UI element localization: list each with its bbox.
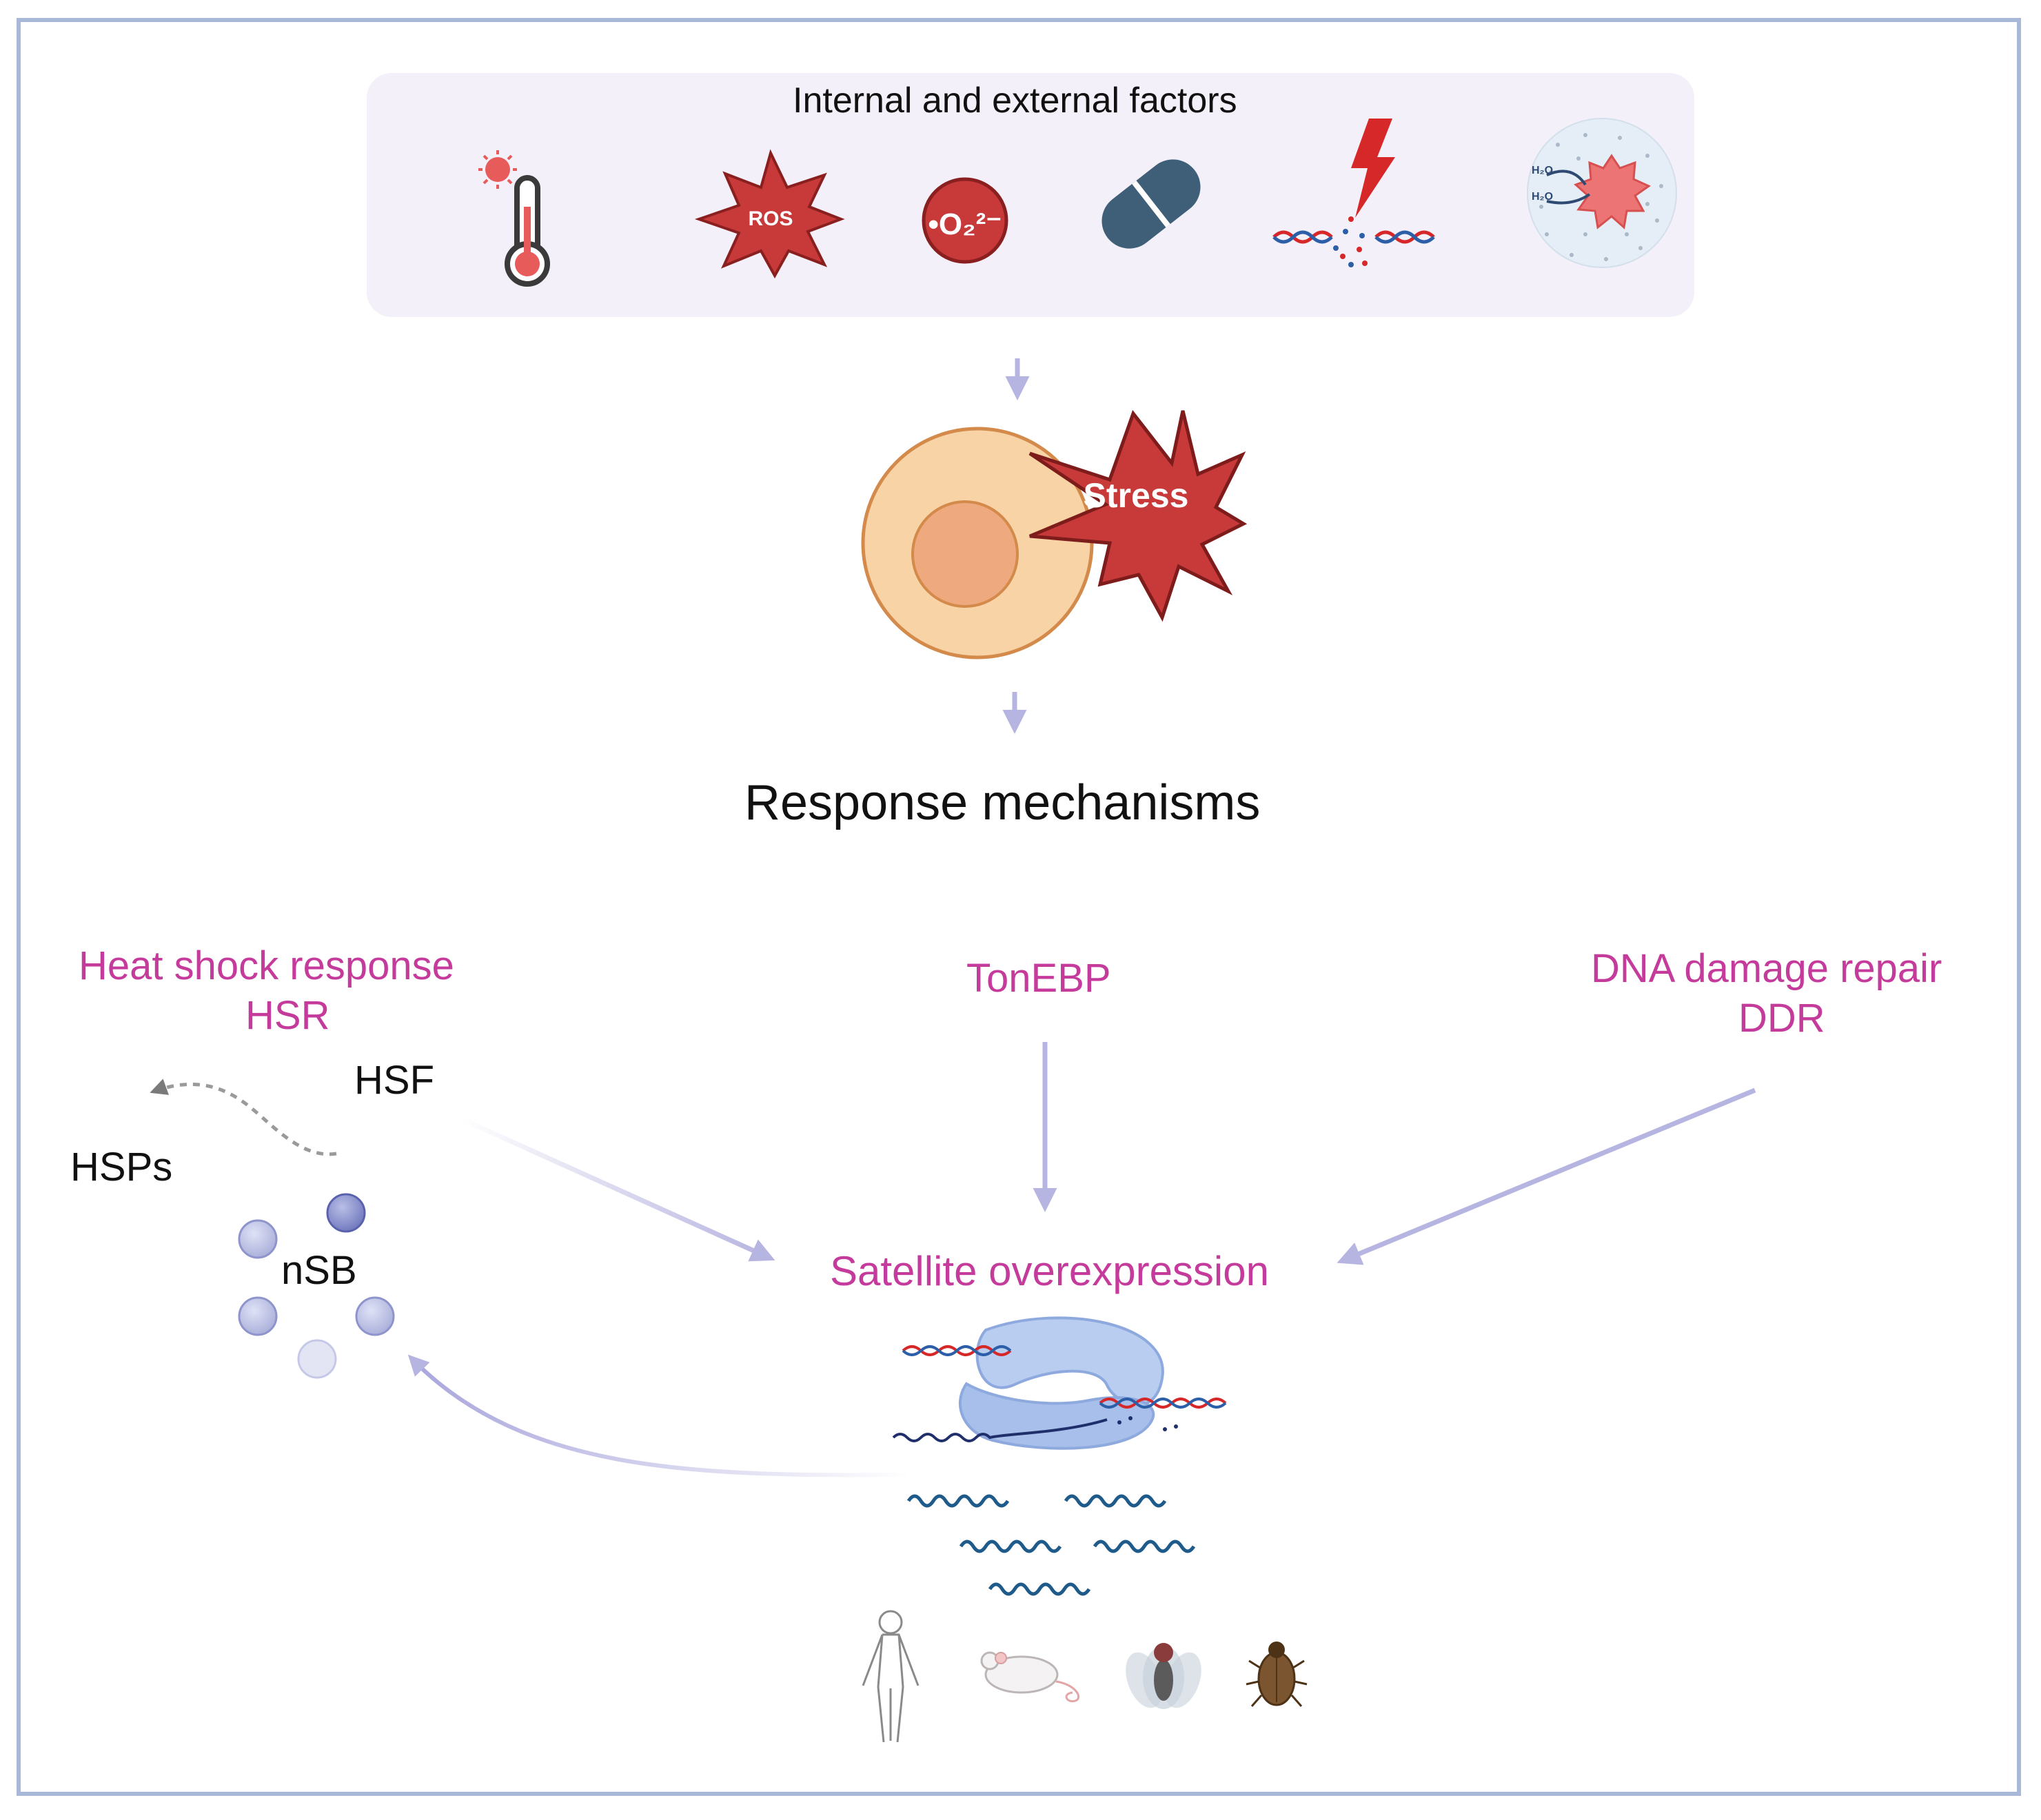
hsr-title: Heat shock response [79,943,454,988]
arrow-ddr-to-satellite [1337,1087,1756,1265]
factors-title: Internal and external factors [793,81,1237,121]
fly-icon [1126,1643,1201,1709]
hsps-label: HSPs [70,1145,173,1189]
hsr-abbrev: HSR [245,993,330,1038]
hsf-to-hsps-arrow [150,1078,337,1156]
stressed-cell-icon [861,427,1094,660]
nsb-sphere [238,1296,278,1336]
beetle-icon [1246,1642,1308,1707]
stress-burst: Stress [1028,409,1248,622]
water-label-2: H₂O [1532,191,1553,203]
arrow-hsf-to-satellite [460,1116,775,1262]
nsb-label: nSB [281,1248,357,1293]
response-title: Response mechanisms [744,775,1261,830]
mouse-icon [980,1651,1080,1703]
human-icon [862,1610,920,1743]
hsf-label: HSF [354,1058,434,1103]
dna-damage-lightning-icon [1272,119,1435,267]
rna-polymerase-icon [892,1316,1227,1450]
ros-burst-icon: ROS [694,149,845,279]
thermometer-icon [478,150,550,287]
nsb-sphere [238,1219,278,1259]
nsb-sphere [355,1296,395,1336]
nsb-sphere [297,1339,337,1379]
satellite-overexpression-label: Satellite overexpression [830,1248,1270,1294]
superoxide-label: •O₂²⁻ [928,207,1002,241]
superoxide-icon: •O₂²⁻ [922,177,1008,264]
water-label-1: H₂O [1532,165,1553,176]
stress-label: Stress [1084,476,1189,515]
ros-label: ROS [748,207,793,230]
pill-icon [1101,159,1201,249]
figure-frame [17,18,2021,1796]
arrow-satellite-to-nsb [407,1354,911,1478]
ddr-abbrev: DDR [1738,996,1825,1041]
osmotic-cell-icon: H₂O H₂O [1527,118,1677,268]
rna-transcripts-icon [906,1494,1196,1596]
tonebp-title: TonEBP [966,956,1111,1001]
ddr-title: DNA damage repair [1591,946,1942,991]
nsb-spheres [238,1193,395,1379]
factors-panel [367,73,1694,317]
nsb-sphere [326,1193,366,1233]
